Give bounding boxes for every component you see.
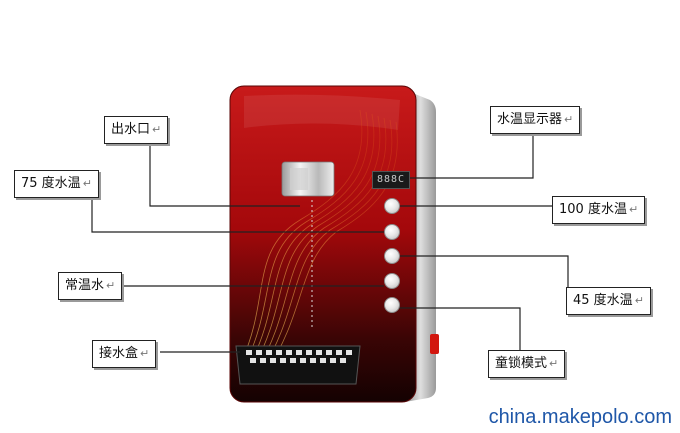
decorative-waves: [241, 109, 398, 373]
label-outlet: 出水口↵: [104, 116, 169, 144]
temperature-display: 888C: [372, 171, 410, 189]
button-room-temperature[interactable]: [384, 273, 400, 289]
label-child-lock: 童锁模式↵: [488, 350, 566, 378]
button-75-degree[interactable]: [384, 224, 400, 240]
side-knob: [430, 334, 439, 354]
label-45-degree: 45 度水温↵: [566, 287, 651, 315]
leader-lines: [91, 134, 569, 353]
drip-tray: [235, 345, 361, 385]
label-room-temp: 常温水↵: [58, 272, 123, 300]
drip-tray-grid: [246, 350, 352, 363]
button-child-lock[interactable]: [384, 297, 400, 313]
watermark: china.makepolo.com: [488, 406, 672, 428]
button-100-degree[interactable]: [384, 198, 400, 214]
label-100-degree: 100 度水温↵: [552, 196, 646, 224]
button-45-degree[interactable]: [384, 248, 400, 264]
label-drip-tray: 接水盒↵: [92, 340, 157, 368]
label-75-degree: 75 度水温↵: [14, 170, 99, 198]
label-temp-display: 水温显示器↵: [490, 106, 581, 134]
